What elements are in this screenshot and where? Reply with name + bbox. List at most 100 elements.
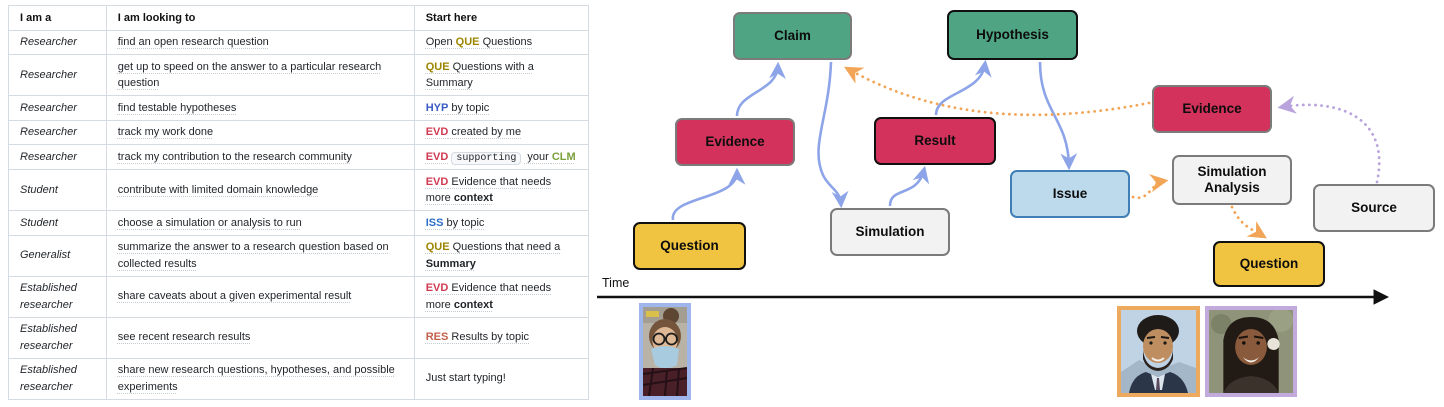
node-source: Source [1313, 184, 1435, 232]
start-here-cell: HYP by topic [413, 95, 590, 121]
edge-hypothesis-issue [1038, 61, 1078, 171]
node-type-badge[interactable]: RES [425, 331, 449, 344]
node-label: Question [660, 238, 719, 254]
edge-issue-simulationanalysis [1131, 174, 1169, 200]
goal-link-text[interactable]: choose a simulation or analysis to run [117, 216, 302, 229]
link-text[interactable]: your [524, 150, 552, 163]
node-simulation: Simulation [830, 208, 950, 256]
goal-link-text[interactable]: find testable hypotheses [117, 101, 237, 114]
node-type-badge[interactable]: CLM [551, 150, 576, 163]
edge-evidence2-claim [844, 66, 1151, 117]
node-label: Evidence [1182, 101, 1242, 117]
table-row: Researcher track my contribution to the r… [8, 144, 590, 170]
node-hypothesis: Hypothesis [947, 10, 1078, 60]
node-type-badge[interactable]: EVD [425, 126, 449, 138]
time-axis-label: Time [602, 276, 630, 290]
column-header: I am looking to [105, 5, 415, 31]
persona-cell: Researcher [8, 54, 107, 96]
start-here-cell: Just start typing! [413, 357, 590, 400]
goal-link-text[interactable]: get up to speed on the answer to a parti… [117, 60, 382, 90]
node-type-badge[interactable]: QUE [425, 60, 450, 73]
node-type-badge[interactable]: QUE [455, 36, 480, 48]
goal-link-text[interactable]: see recent research results [117, 331, 251, 344]
edge-simulationanalysis-question2 [1230, 205, 1267, 239]
link-text[interactable]: created by me [448, 126, 522, 138]
node-claim: Claim [733, 12, 852, 60]
table-row: Established researcher see recent researc… [8, 316, 590, 359]
edge-result-hypothesis [934, 59, 992, 116]
goal-link-text[interactable]: track my contribution to the research co… [117, 150, 352, 163]
link-text[interactable]: Evidence that needs more [425, 175, 552, 205]
person-photo-placeholder [1121, 310, 1196, 393]
node-label: Simulation [855, 224, 925, 240]
node-type-badge[interactable]: EVD [425, 150, 449, 163]
link-text[interactable]: Open [425, 36, 456, 48]
goal-cell: share new research questions, hypotheses… [105, 357, 415, 400]
node-result: Result [874, 117, 996, 165]
node-label: Question [1239, 256, 1299, 272]
link-text[interactable]: by topic [443, 216, 485, 229]
link-text[interactable]: Evidence that needs more [425, 282, 552, 311]
persona-cell: Established researcher [8, 316, 107, 359]
avatar-member-1 [639, 303, 691, 400]
node-type-badge[interactable]: QUE [425, 241, 450, 253]
node-label: Source [1351, 200, 1397, 216]
goal-cell: choose a simulation or analysis to run [105, 210, 415, 236]
goal-link-text[interactable]: track my work done [117, 126, 214, 138]
avatar-member-3 [1205, 306, 1297, 397]
start-here-cell: QUE Questions with a Summary [413, 54, 590, 96]
node-label: Evidence [705, 134, 765, 150]
plain-text: Just start typing! [425, 372, 506, 385]
node-type-badge[interactable]: HYP [425, 101, 449, 114]
start-here-cell: RES Results by topic [413, 316, 590, 359]
goal-link-text[interactable]: summarize the answer to a research quest… [117, 241, 389, 270]
node-issue: Issue [1010, 170, 1130, 218]
link-text[interactable]: Results by topic [448, 331, 530, 344]
link-text[interactable]: Questions [479, 36, 533, 48]
link-text[interactable]: Questions that need a [449, 241, 561, 253]
code-chip: supporting [451, 151, 522, 165]
node-label: Issue [1052, 186, 1088, 202]
column-header: Start here [413, 5, 590, 31]
node-label: Result [914, 133, 956, 149]
person-photo-placeholder [643, 307, 687, 396]
node-label: Simulation Analysis [1197, 164, 1267, 195]
column-header: I am a [8, 5, 107, 31]
node-label: Claim [774, 28, 811, 44]
table-row: Researcher find an open research question… [8, 29, 590, 55]
goal-cell: find an open research question [105, 29, 415, 55]
node-label: Hypothesis [976, 27, 1049, 43]
bold-link-text[interactable]: context [453, 192, 493, 204]
goal-cell: see recent research results [105, 316, 415, 359]
node-question-2: Question [1213, 241, 1325, 287]
goal-cell: summarize the answer to a research quest… [105, 234, 415, 277]
goal-link-text[interactable]: share new research questions, hypotheses… [117, 364, 395, 393]
goal-link-text[interactable]: find an open research question [117, 36, 269, 48]
node-type-badge[interactable]: ISS [425, 216, 444, 229]
bold-link-text[interactable]: Summary [425, 257, 476, 270]
persona-cell: Student [8, 169, 107, 211]
persona-cell: Researcher [8, 144, 107, 170]
table-row: Student contribute with limited domain kn… [8, 169, 590, 211]
goal-link-text[interactable]: share caveats about a given experimental… [117, 290, 352, 303]
goal-link-text[interactable]: contribute with limited domain knowledge [117, 183, 319, 196]
start-here-cell: EVD Evidence that needs more context [413, 169, 590, 211]
table-row: Researcher get up to speed on the answer … [8, 54, 590, 96]
bold-link-text[interactable]: context [453, 298, 493, 311]
persona-cell: Researcher [8, 29, 107, 55]
link-text[interactable]: by topic [448, 101, 490, 114]
node-type-badge[interactable]: EVD [425, 175, 449, 188]
persona-table-body: Researcher find an open research question… [8, 29, 590, 400]
node-type-badge[interactable]: EVD [425, 282, 449, 294]
link-text[interactable]: Questions with a Summary [425, 60, 534, 90]
